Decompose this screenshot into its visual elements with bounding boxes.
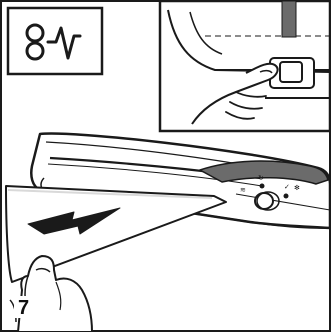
svg-text:≋: ≋ xyxy=(240,186,246,194)
svg-text:✓: ✓ xyxy=(284,183,290,191)
svg-text:✻: ✻ xyxy=(294,184,300,192)
heat-symbol-icon: ≋ xyxy=(240,186,246,194)
svg-text:↻: ↻ xyxy=(258,174,264,182)
inset-detail-panel xyxy=(160,1,330,131)
cool-mode-icon xyxy=(8,8,102,74)
cool-symbol-icon: ✻ xyxy=(294,184,300,192)
step-number: 7 xyxy=(18,298,29,318)
